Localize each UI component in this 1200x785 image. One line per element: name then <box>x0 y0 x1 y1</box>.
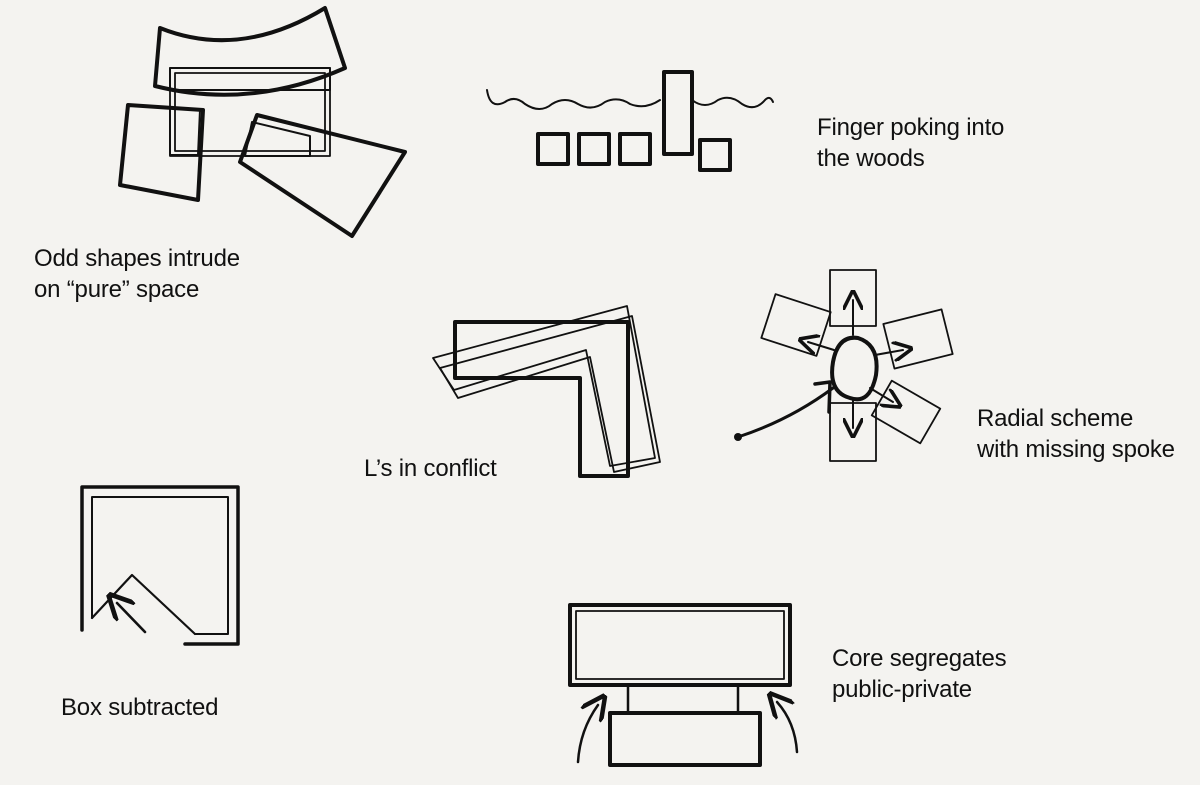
core-band <box>626 683 740 715</box>
caption-l-conflict-line1: L’s in conflict <box>364 455 497 482</box>
box-subtracted-sketch <box>80 485 240 646</box>
radial-core <box>830 335 879 402</box>
caption-finger-line1: Finger poking into <box>817 114 1005 141</box>
caption-radial-line2: with missing spoke <box>977 436 1175 463</box>
l-conflict-sketch <box>432 305 661 478</box>
house-2 <box>577 132 611 166</box>
caption-odd-shapes-line1: Odd shapes intrude <box>34 245 240 272</box>
house-3 <box>618 132 652 166</box>
right-intruding-square <box>238 113 407 238</box>
finger-woods-sketch <box>486 70 774 172</box>
caption-core-line1: Core segregates <box>832 645 1007 672</box>
radial-sketch <box>734 269 954 462</box>
right-entry-arrow <box>777 702 799 754</box>
caption-odd-shapes: Odd shapes intrude on “pure” space <box>34 243 240 305</box>
caption-finger-line2: the woods <box>817 145 925 172</box>
caption-l-conflict: L’s in conflict <box>364 453 497 484</box>
right-overlap <box>244 121 311 157</box>
caption-core: Core segregates public-private <box>832 643 1007 705</box>
pure-space-frame-inner <box>174 72 326 152</box>
core-sketch <box>568 603 799 767</box>
box-inner <box>91 496 229 635</box>
l-shape-rotated <box>432 305 656 467</box>
arrow-southeast <box>869 387 893 402</box>
caption-box-subtracted-line1: Box subtracted <box>61 694 219 721</box>
approach-start-dot <box>734 433 742 441</box>
overlap-band <box>169 67 331 91</box>
spoke-west <box>760 293 832 357</box>
finger-building <box>662 70 694 156</box>
public-block-inner <box>575 610 785 680</box>
woods-edge <box>486 89 774 110</box>
house-1 <box>536 132 570 166</box>
private-block <box>608 711 762 767</box>
left-intruding-square <box>118 103 205 202</box>
l-shape-bold <box>453 320 630 478</box>
caption-finger: Finger poking into the woods <box>817 112 1004 174</box>
arrow-east <box>874 350 903 355</box>
curved-shape <box>153 6 347 97</box>
subtracted-corner <box>90 573 197 636</box>
caption-odd-shapes-line2: on “pure” space <box>34 276 200 303</box>
caption-radial: Radial scheme with missing spoke <box>977 403 1175 465</box>
spoke-east <box>882 308 954 370</box>
box-outer <box>80 485 240 646</box>
spoke-southeast <box>870 379 942 445</box>
left-entry-arrow <box>576 705 598 764</box>
left-overlap <box>169 107 201 156</box>
l-shape-rotated-offset <box>439 315 661 473</box>
entry-bracket <box>813 380 832 414</box>
arrow-west <box>808 342 835 350</box>
odd-shapes-sketch <box>118 6 407 238</box>
missing-spoke-approach <box>736 386 835 439</box>
public-block <box>568 603 792 687</box>
caption-box-subtracted: Box subtracted <box>61 692 218 723</box>
caption-radial-line1: Radial scheme <box>977 405 1134 432</box>
caption-core-line2: public-private <box>832 676 972 703</box>
house-4 <box>698 138 732 172</box>
subtraction-arrow <box>117 603 147 634</box>
